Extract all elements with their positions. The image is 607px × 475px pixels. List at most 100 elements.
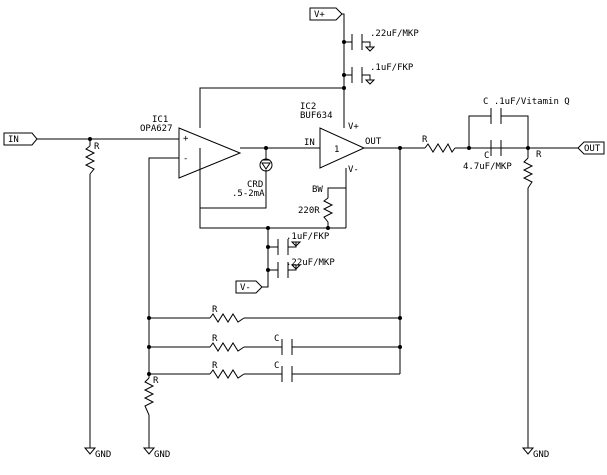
port-vplus-flag [309, 7, 343, 21]
junction-dot [147, 316, 151, 320]
ic2-ref-label: IC2 [300, 102, 316, 112]
junction-dot [88, 137, 92, 141]
wire-vplus [342, 13, 345, 128]
junction-dot [398, 345, 402, 349]
wire-vminus-c2-r [288, 265, 297, 271]
wire-cq-left [468, 115, 491, 148]
junction-dot [398, 146, 402, 150]
cap-vminus-1-label: .1uF/FKP [286, 232, 330, 242]
wire-crd-loop [199, 148, 267, 209]
resistor-fb1-label: R [212, 305, 218, 315]
port-in: IN [3, 132, 38, 146]
cap-vplus-2-label: .1uF/FKP [370, 63, 414, 73]
ground-in: GND [83, 447, 111, 460]
resistor-gain-label: R [153, 376, 159, 386]
ground-icon [521, 447, 535, 455]
junction-dot [266, 268, 270, 272]
crd-diode: CRD .5-2mA [232, 148, 273, 199]
cap-fb2-label: C [274, 334, 279, 344]
junction-dot [467, 146, 471, 150]
port-out-flag [577, 141, 605, 155]
junction-dot [526, 146, 530, 150]
cap-out-bottom-ref-label: C [484, 151, 489, 161]
ground-label: GND [533, 450, 549, 460]
ic2-part-label: BUF634 [300, 111, 333, 121]
ground-out: GND [521, 447, 549, 460]
junction-dot [342, 73, 346, 77]
wire-ic2-bw [327, 168, 347, 198]
ic1-part-label: OPA627 [140, 124, 173, 134]
resistor-fb3 [209, 369, 245, 379]
junction-dot [342, 40, 346, 44]
ground-icon [83, 447, 97, 455]
ic2-bw-label: BW [312, 185, 323, 195]
resistor-input-label: R [94, 142, 100, 152]
port-vminus: V- [235, 280, 263, 294]
cap-out-top-label: C .1uF/Vitamin Q [483, 97, 570, 107]
wire-ic1-vplus [199, 87, 344, 128]
resistor-output-series [424, 142, 456, 153]
crd-name-label: CRD [247, 180, 263, 190]
resistor-fb3-label: R [212, 361, 218, 371]
cap-fb3-label: C [274, 361, 279, 371]
ic2-out-label: OUT [365, 137, 382, 147]
resistor-fb2 [209, 342, 245, 352]
cap-vplus-1-label: .22uF/MKP [370, 29, 419, 39]
junction-dot [147, 372, 151, 376]
wire-inv-input [148, 157, 179, 378]
junction-dot [398, 316, 402, 320]
ic2-vminus-label: V- [348, 165, 359, 175]
opamp-ic1: + - IC1 OPA627 [140, 115, 242, 179]
ic2-gain-symbol: 1 [334, 145, 339, 155]
port-vplus-label: V+ [314, 10, 325, 20]
junction-dot [342, 86, 346, 90]
ground-arrow-icon [364, 79, 376, 85]
resistor-output-shunt-label: R [536, 150, 542, 160]
resistors: R R R R R R R 220R [84, 135, 542, 416]
ground-arrow-icon [290, 241, 302, 247]
resistor-bw [322, 197, 334, 223]
buffer-triangle [319, 127, 366, 169]
buffer-ic2: 1 IC2 BUF634 IN OUT V+ V- BW [300, 102, 382, 195]
ic2-in-label: IN [304, 138, 315, 148]
resistor-gain [143, 377, 155, 416]
junction-dot [266, 245, 270, 249]
junction-dot [326, 226, 330, 230]
wire-vplus-c1-r [362, 41, 371, 47]
ic1-ref-label: IC1 [152, 115, 168, 125]
wire-vminus-c1-r [288, 242, 297, 248]
ic1-plus-label: + [183, 134, 189, 144]
port-out-label: OUT [584, 144, 601, 154]
resistor-output-series-label: R [422, 135, 428, 145]
capacitors: .22uF/MKP .1uF/FKP .1uF/FKP .22uF/MKP C … [274, 29, 570, 382]
ground-gain: GND [142, 447, 170, 460]
ic1-minus-label: - [183, 154, 188, 164]
junction-dots [88, 40, 530, 376]
ground-label: GND [95, 450, 111, 460]
wire-ic1-vminus [199, 170, 346, 229]
port-in-flag [3, 132, 38, 146]
port-in-label: IN [8, 135, 19, 145]
cap-vminus-2-label: .22uF/MKP [286, 258, 335, 268]
ground-arrow-icon [290, 264, 302, 270]
port-vplus: V+ [309, 7, 343, 21]
cap-out-bottom-value-label: 4.7uF/MKP [463, 162, 512, 172]
wire-vplus-c2-r [362, 74, 371, 80]
ground-arrow-icon [364, 46, 376, 52]
resistor-fb1 [209, 313, 245, 323]
junction-dot [266, 226, 270, 230]
resistor-output-shunt [522, 157, 534, 189]
ground-label: GND [154, 450, 170, 460]
port-out: OUT [577, 141, 605, 155]
resistor-input [84, 145, 96, 175]
bypass-ground-symbols [290, 46, 376, 270]
port-vminus-label: V- [240, 283, 251, 293]
port-vminus-flag [235, 280, 263, 294]
ic2-vplus-label: V+ [348, 122, 359, 132]
junction-dot [147, 345, 151, 349]
wire-vminus [262, 228, 269, 288]
resistor-fb2-label: R [212, 334, 218, 344]
crd-value-label: .5-2mA [232, 189, 265, 199]
